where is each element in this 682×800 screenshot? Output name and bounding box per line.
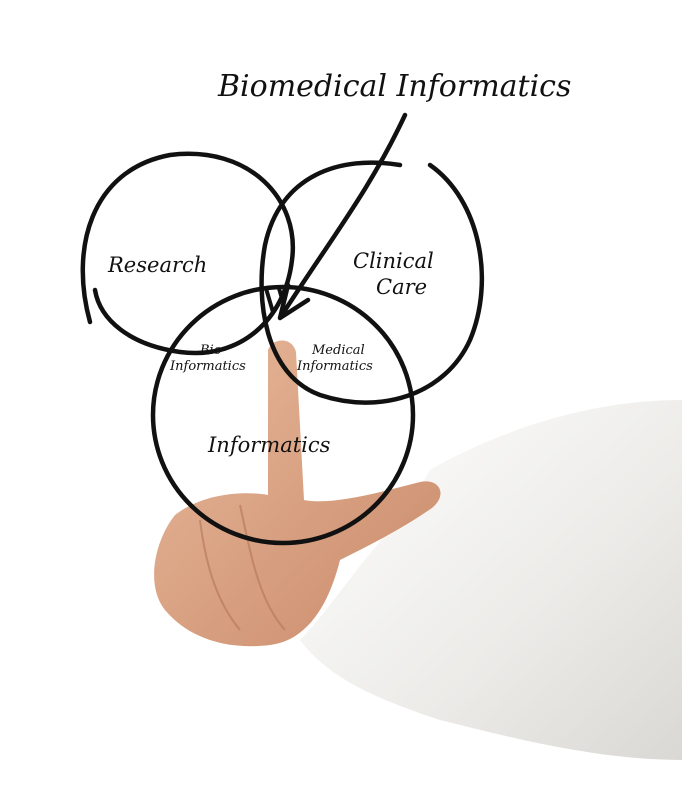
diagram-title: Biomedical Informatics xyxy=(217,69,571,104)
research-circle xyxy=(80,151,296,356)
bioinformatics-label-line1: Bio- xyxy=(199,343,226,358)
research-label: Research xyxy=(107,253,207,277)
informatics-circle xyxy=(150,284,416,546)
pointing-hand xyxy=(154,340,441,647)
sleeve xyxy=(300,400,682,760)
medical-informatics-label-line1: Medical xyxy=(311,343,365,358)
bioinformatics-label-line2: Informatics xyxy=(169,359,246,374)
clinical-care-circle xyxy=(259,160,485,405)
clinical-label-line1: Clinical xyxy=(353,249,434,273)
clinical-label-line2: Care xyxy=(376,275,427,299)
informatics-label: Informatics xyxy=(207,433,331,457)
pointer-arrow xyxy=(277,112,408,321)
medical-informatics-label-line2: Informatics xyxy=(296,359,373,374)
